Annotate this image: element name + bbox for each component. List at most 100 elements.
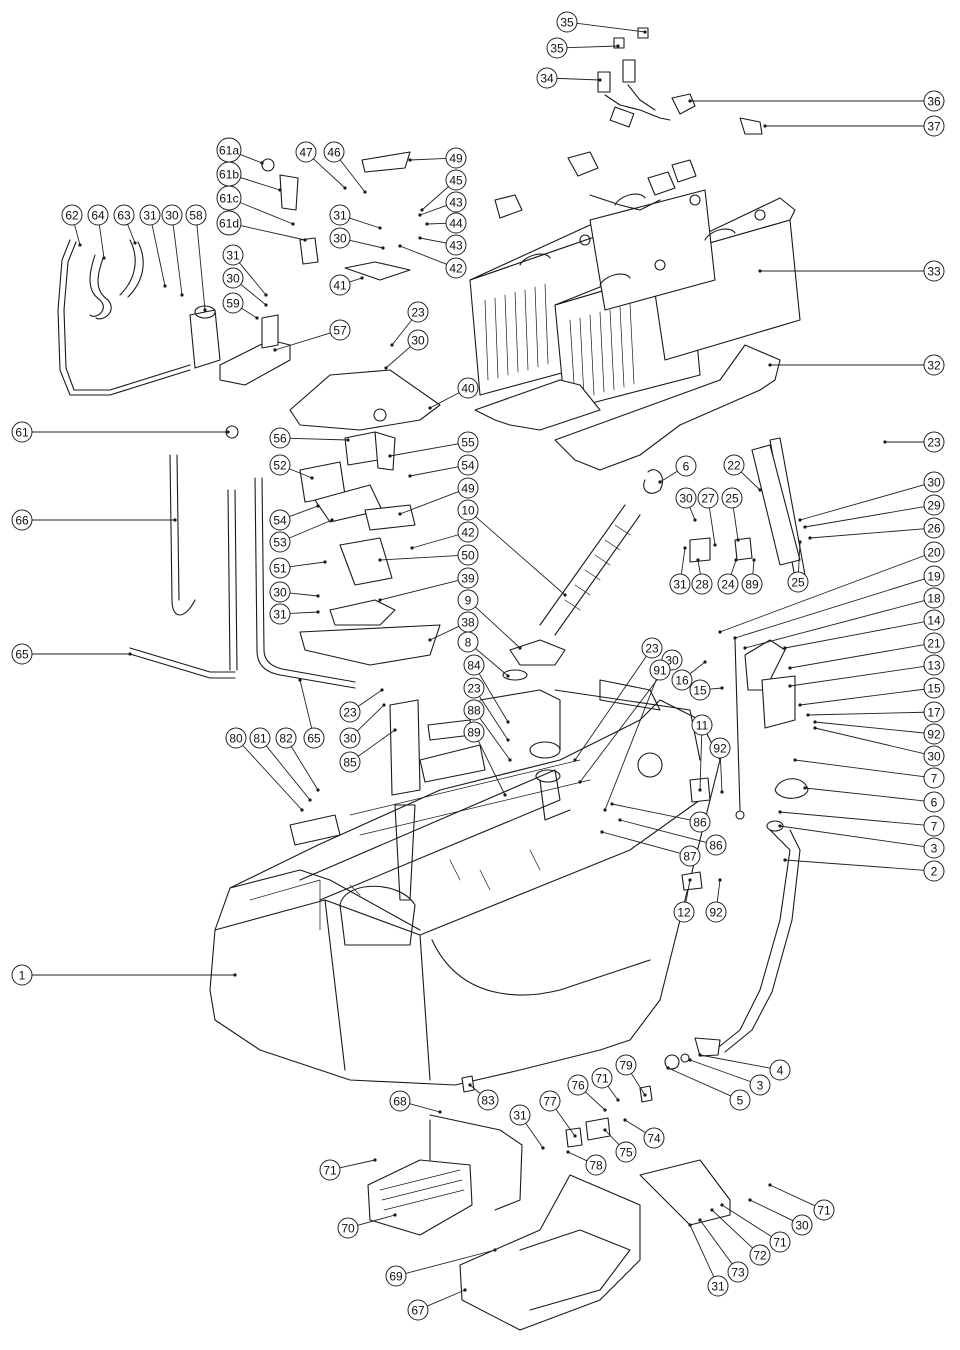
leader-end-30 — [384, 366, 388, 370]
callout-number: 68 — [393, 1095, 407, 1109]
callout-bubble — [87, 204, 109, 226]
leader-line-81 — [265, 745, 311, 801]
callout-bubble — [457, 377, 479, 399]
callout-number: 76 — [571, 1079, 585, 1093]
callout-number: 59 — [226, 297, 240, 311]
callout-43: 43 — [445, 234, 467, 256]
leader-line-87 — [601, 831, 681, 854]
callout-69: 69 — [385, 1265, 407, 1287]
callout-number: 6 — [931, 796, 938, 810]
callout-number: 16 — [675, 674, 689, 688]
callout-number: 35 — [560, 16, 574, 30]
leader-end-30 — [578, 780, 582, 784]
callout-number: 92 — [709, 906, 723, 920]
leader-line-77 — [555, 1108, 576, 1137]
callout-number: 30 — [665, 654, 679, 668]
leader-end-30 — [381, 246, 385, 250]
callout-number: 69 — [389, 1270, 403, 1284]
callout-37: 37 — [923, 115, 945, 137]
callout-bubble — [161, 204, 183, 226]
callout-number: 86 — [709, 839, 723, 853]
callout-71: 71 — [813, 1199, 835, 1221]
callout-bubble — [269, 603, 291, 625]
callout-71: 71 — [319, 1159, 341, 1181]
callout-31: 31 — [222, 244, 244, 266]
callout-42: 42 — [445, 257, 467, 279]
leader-line-23 — [391, 319, 413, 346]
callout-number: 71 — [773, 1236, 787, 1250]
callout-number: 23 — [645, 642, 659, 656]
callout-bubble — [457, 631, 479, 653]
leader-line-3 — [689, 1059, 751, 1083]
callout-number: 43 — [449, 239, 463, 253]
leader-end-1 — [233, 973, 237, 977]
leader-line-30 — [289, 592, 319, 597]
callout-number: 30 — [679, 492, 693, 506]
leader-line-4 — [699, 1054, 771, 1069]
callout-bubble — [389, 1090, 411, 1112]
callout-number: 58 — [189, 209, 203, 223]
callout-bubble — [649, 659, 671, 681]
callout-bubble — [923, 837, 945, 859]
callout-bubble — [216, 185, 242, 211]
callout-31: 31 — [329, 204, 351, 226]
callout-bubble — [707, 1275, 729, 1297]
callout-number: 55 — [461, 436, 475, 450]
callout-number: 70 — [341, 1222, 355, 1236]
leader-end-74 — [623, 1118, 627, 1122]
leader-line-55 — [389, 443, 459, 457]
leader-end-54 — [408, 474, 412, 478]
callout-75: 75 — [615, 1141, 637, 1163]
leader-end-23 — [573, 758, 577, 762]
leader-end-65 — [128, 652, 132, 656]
callout-number: 27 — [701, 492, 715, 506]
leader-end-73 — [698, 1218, 702, 1222]
leader-end-50 — [378, 558, 382, 562]
left-hoses — [57, 239, 221, 396]
callout-number: 15 — [693, 684, 707, 698]
callout-20: 20 — [923, 541, 945, 563]
leader-line-30 — [749, 1199, 794, 1222]
callout-2: 2 — [923, 860, 945, 882]
callout-44: 44 — [445, 212, 467, 234]
callout-number: 82 — [279, 732, 293, 746]
callout-bubble — [269, 427, 291, 449]
callout-32: 32 — [923, 354, 945, 376]
leader-end-87 — [600, 830, 604, 834]
battery-mat — [474, 344, 781, 471]
leader-end-35 — [643, 30, 647, 34]
callout-number: 2 — [931, 865, 938, 879]
leader-end-56 — [346, 438, 350, 442]
leader-line-30 — [385, 346, 411, 369]
callout-number: 31 — [673, 578, 687, 592]
callout-bubble — [445, 257, 467, 279]
leader-end-55 — [388, 454, 392, 458]
callout-50: 50 — [457, 544, 479, 566]
callout-bubble — [675, 455, 697, 477]
callout-65: 65 — [11, 643, 33, 665]
leader-end-31 — [683, 546, 687, 550]
leader-line-14 — [784, 621, 925, 649]
callout-number: 7 — [931, 820, 938, 834]
leader-end-62 — [78, 243, 82, 247]
callout-bubble — [689, 679, 711, 701]
callout-79: 79 — [615, 1054, 637, 1076]
callout-bubble — [269, 531, 291, 553]
leader-end-49 — [408, 158, 412, 162]
leader-line-10 — [475, 516, 566, 596]
callout-23: 23 — [923, 431, 945, 453]
leader-end-31 — [688, 1223, 692, 1227]
leader-end-75 — [603, 1128, 607, 1132]
callout-30: 30 — [222, 267, 244, 289]
callout-bubble — [923, 90, 945, 112]
leader-end-16 — [703, 660, 707, 664]
leader-end-8 — [506, 674, 510, 678]
leader-line-80 — [242, 745, 303, 811]
callout-34: 34 — [536, 67, 558, 89]
callout-9: 9 — [457, 589, 479, 611]
leader-line-23 — [574, 655, 647, 761]
leader-end-31 — [264, 293, 268, 297]
callout-number: 50 — [461, 549, 475, 563]
leader-line-45 — [421, 186, 449, 211]
